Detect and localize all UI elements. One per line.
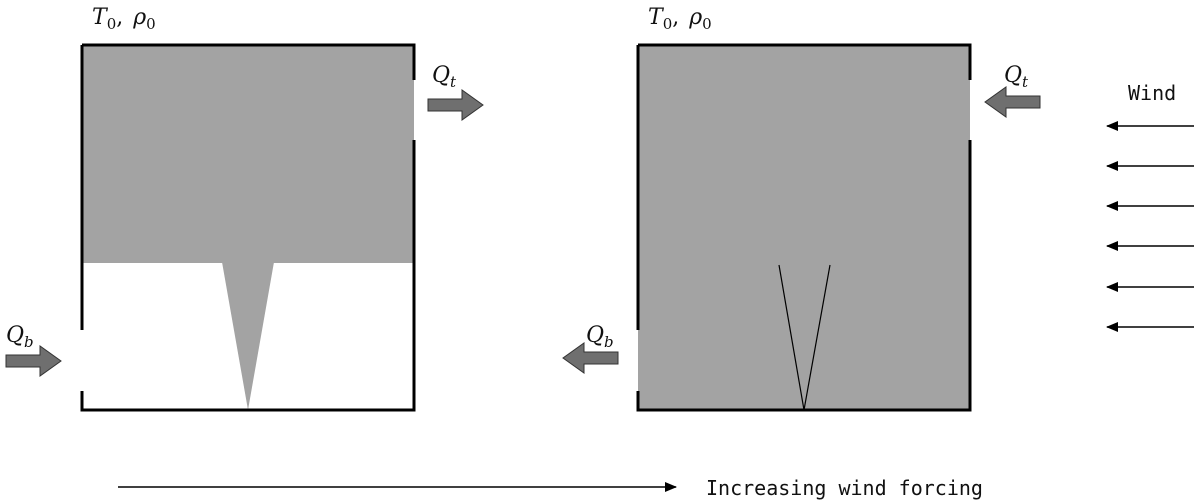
right-ambient-label: T0,ρ0 <box>648 5 712 33</box>
right-plume-edge-left <box>778 264 805 411</box>
left-upper-fluid-layer <box>82 45 414 263</box>
left-ambient-label: T0,ρ0 <box>92 5 156 33</box>
left-box-walls <box>80 43 416 412</box>
right-bottom-flow-label: Qb <box>586 323 614 351</box>
left-top-flow-label: Qt <box>432 63 457 91</box>
right-fluid-fill <box>638 45 970 410</box>
left-bottom-flow-label: Qb <box>6 323 34 351</box>
wind-arrows <box>1106 121 1194 332</box>
left-plume <box>222 262 274 410</box>
right-top-inflow-arrow <box>984 86 1041 118</box>
left-top-outflow-arrow <box>427 89 484 121</box>
left-box <box>80 43 416 412</box>
right-plume-edge-right <box>803 264 831 411</box>
right-box <box>636 43 972 412</box>
right-bottom-outflow-arrow <box>562 342 619 374</box>
right-top-flow-label: Qt <box>1004 63 1029 91</box>
wind-label: Wind <box>1128 81 1176 105</box>
left-bottom-inflow-arrow <box>5 345 62 377</box>
increasing-forcing-label: Increasing wind forcing <box>706 476 983 500</box>
right-box-walls <box>636 43 972 412</box>
